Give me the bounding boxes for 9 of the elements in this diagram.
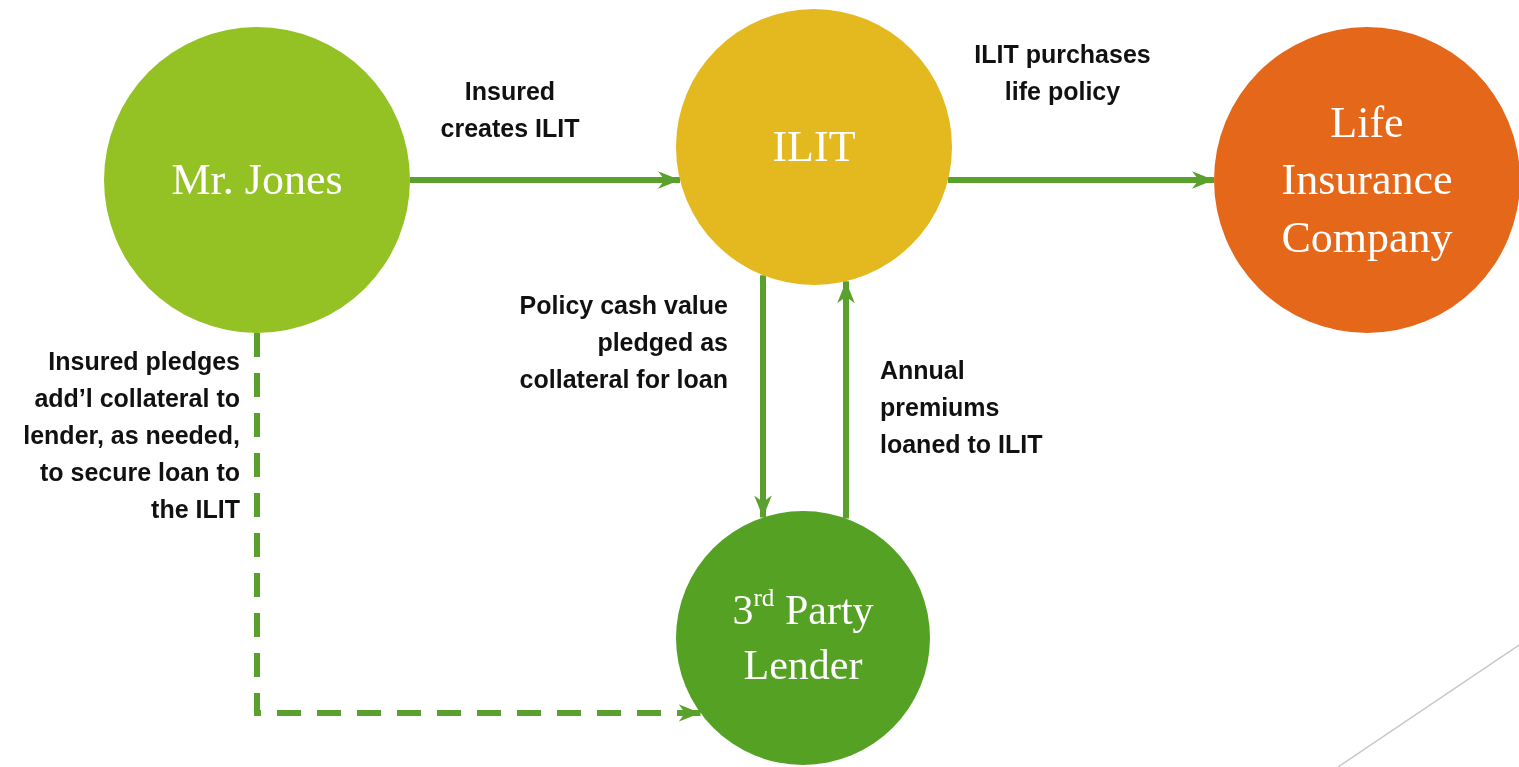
- arrow: [410, 171, 680, 189]
- arrow: [837, 281, 855, 519]
- arrow: [948, 171, 1214, 189]
- node-label: ILIT: [771, 121, 857, 174]
- arrow: [754, 275, 772, 518]
- node-label: Life Insurance Company: [1280, 97, 1454, 264]
- arrow: [254, 333, 701, 722]
- node-label: 3$^{rd}$ Party Lender: [731, 583, 875, 690]
- node-label: Mr. Jones: [170, 154, 344, 207]
